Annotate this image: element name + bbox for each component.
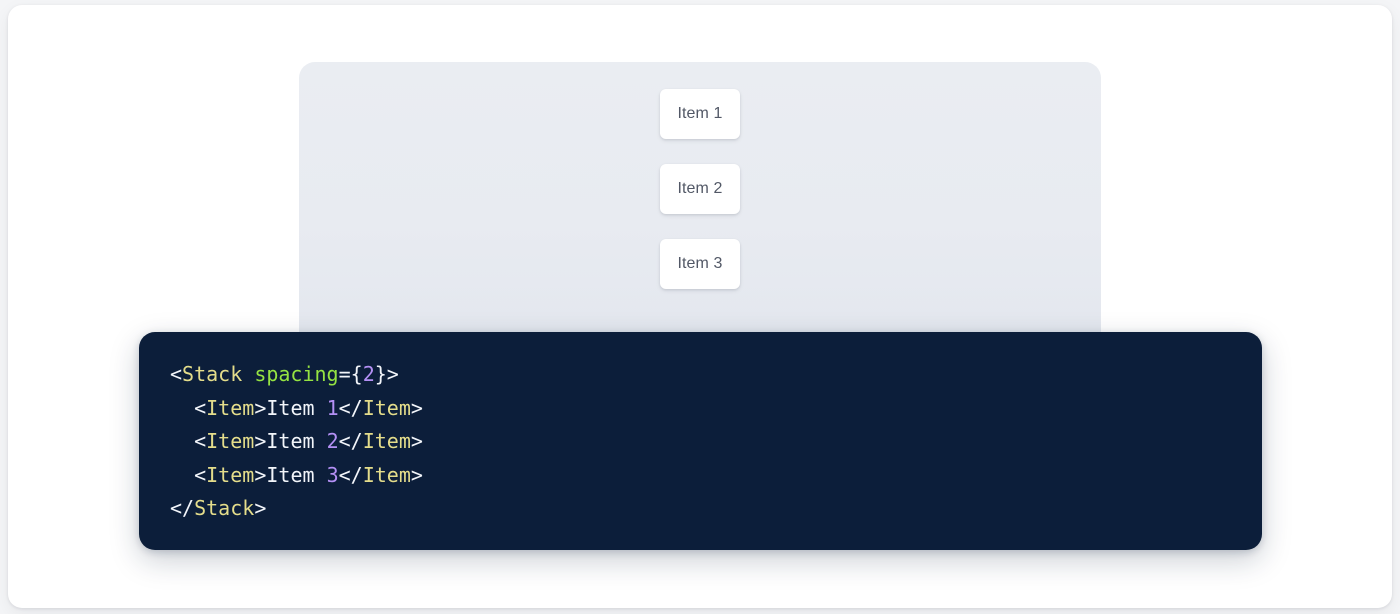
code-token-punc: > xyxy=(410,462,423,487)
code-token-tag: Item xyxy=(206,462,255,487)
stack-item[interactable]: Item 3 xyxy=(660,239,740,289)
code-token-punc: > xyxy=(410,429,423,453)
code-token-punc: < xyxy=(170,362,183,386)
code-token-tag: Item xyxy=(362,395,411,420)
stack-item[interactable]: Item 2 xyxy=(660,164,740,214)
code-token-tag: Stack xyxy=(182,362,243,386)
stack-container: Item 1 Item 2 Item 3 xyxy=(299,89,1101,289)
code-token-punc: > xyxy=(254,462,267,487)
code-token-num: 3 xyxy=(326,462,339,487)
code-line: <Item>Item 3</Item> xyxy=(170,459,423,493)
code-token-tag: Item xyxy=(362,429,411,453)
code-token-punc: </ xyxy=(338,429,363,453)
component-preview-panel: Item 1 Item 2 Item 3 xyxy=(299,62,1101,352)
code-token-text: Item xyxy=(266,462,327,487)
stack-item-label: Item 3 xyxy=(677,255,723,272)
code-token-punc: ={ xyxy=(338,362,363,386)
code-token-punc: < xyxy=(194,462,207,487)
code-token-punc: < xyxy=(194,429,207,453)
code-token-attr: spacing xyxy=(254,362,339,386)
code-token-num: 2 xyxy=(326,429,339,453)
code-token-punc: < xyxy=(194,395,207,420)
code-token-tag: Stack xyxy=(194,496,255,520)
code-token-punc: > xyxy=(254,496,267,520)
code-indent xyxy=(170,429,194,453)
stack-item-label: Item 2 xyxy=(677,180,723,197)
code-token-punc: </ xyxy=(338,395,363,420)
code-token-punc: }> xyxy=(374,362,399,386)
code-token-punc: </ xyxy=(170,496,195,520)
code-token-text: Item xyxy=(266,395,327,420)
code-line: <Stack spacing={2}> xyxy=(170,358,423,392)
code-line: <Item>Item 2</Item> xyxy=(170,425,423,459)
code-token-punc: > xyxy=(254,429,267,453)
code-token-tag: Item xyxy=(206,395,255,420)
stack-item-label: Item 1 xyxy=(677,105,723,122)
code-token-tag: Item xyxy=(206,429,255,453)
code-token-punc: > xyxy=(410,395,423,420)
code-token-punc: </ xyxy=(338,462,363,487)
stack-item[interactable]: Item 1 xyxy=(660,89,740,139)
code-token-punc xyxy=(242,362,254,386)
code-token-num: 1 xyxy=(326,395,339,420)
code-snippet[interactable]: <Stack spacing={2}> <Item>Item 1</Item> … xyxy=(170,358,423,526)
code-token-text: Item xyxy=(266,429,327,453)
code-line: <Item>Item 1</Item> xyxy=(170,392,423,426)
code-snippet-block: <Stack spacing={2}> <Item>Item 1</Item> … xyxy=(139,332,1262,550)
code-token-num: 2 xyxy=(362,362,375,386)
code-token-punc: > xyxy=(254,395,267,420)
code-indent xyxy=(170,463,194,487)
code-indent xyxy=(170,396,194,420)
code-line: </Stack> xyxy=(170,492,423,526)
code-token-tag: Item xyxy=(362,462,411,487)
